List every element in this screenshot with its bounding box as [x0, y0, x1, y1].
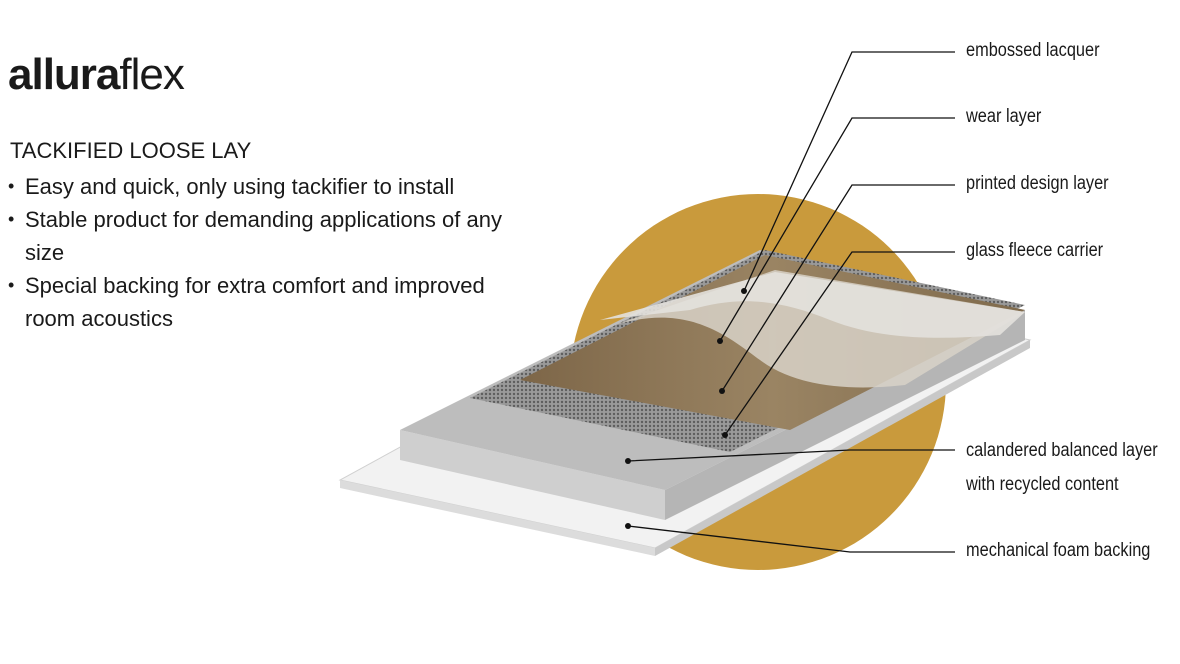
embossed-lacquer-layer — [600, 272, 1025, 338]
marker-dot — [625, 458, 631, 464]
logo-light: flex — [119, 50, 184, 99]
leader-printed — [721, 184, 955, 392]
label-wear-layer: wear layer — [966, 106, 1042, 127]
logo-bold: allura — [8, 50, 120, 99]
feature-list: Easy and quick, only using tackifier to … — [8, 170, 508, 335]
leader-lines — [627, 51, 955, 553]
leader-embossed — [743, 51, 955, 292]
foam-front-face — [340, 480, 655, 556]
label-printed-design-layer: printed design layer — [966, 173, 1109, 194]
label-calandered-line2: with recycled content — [966, 474, 1119, 495]
marker-dot — [719, 388, 725, 394]
feature-item: Special backing for extra comfort and im… — [8, 269, 508, 335]
marker-dot — [722, 432, 728, 438]
marker-dot — [717, 338, 723, 344]
label-glass-fleece-carrier: glass fleece carrier — [966, 240, 1104, 261]
foam-side-face — [655, 340, 1030, 556]
feature-item: Stable product for demanding application… — [8, 203, 508, 269]
leader-fleece — [724, 251, 955, 436]
label-embossed-lacquer: embossed lacquer — [966, 40, 1100, 61]
label-calandered-line1: calandered balanced layer — [966, 440, 1158, 461]
marker-dot — [625, 523, 631, 529]
marker-dot — [741, 288, 747, 294]
label-foam-backing: mechanical foam backing — [966, 540, 1151, 561]
leader-wear — [719, 117, 955, 342]
leader-calandered — [627, 449, 955, 462]
calandered-front-face — [400, 430, 665, 520]
brand-logo: alluraflex — [8, 50, 185, 100]
product-type-heading: TACKIFIED LOOSE LAY — [10, 138, 252, 163]
leader-foam — [627, 525, 955, 553]
feature-item: Easy and quick, only using tackifier to … — [8, 170, 508, 203]
